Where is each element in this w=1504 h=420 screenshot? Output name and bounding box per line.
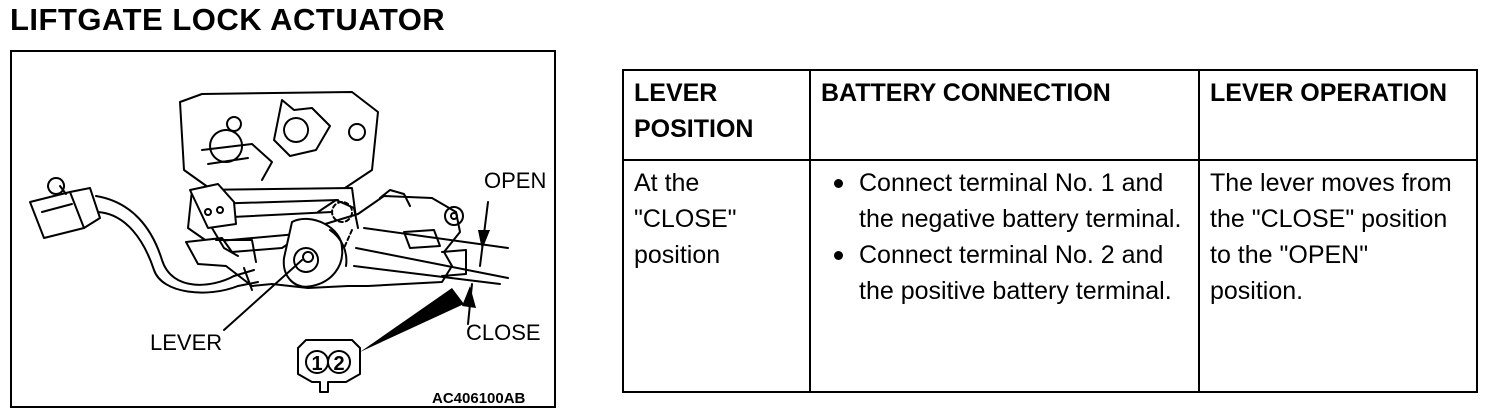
- actuator-illustration: 1 2 OPEN CLOSE LEVER AC406100AB: [10, 50, 556, 408]
- pointer-wedge: [360, 288, 464, 352]
- cell-battery-connection: Connect terminal No. 1 and the negative …: [809, 159, 1200, 393]
- open-label: OPEN: [484, 168, 547, 193]
- actuator-drawing: 1 2: [29, 91, 509, 393]
- connection-item-2: Connect terminal No. 2 and the positive …: [834, 237, 1190, 309]
- harness-connector: [29, 191, 85, 239]
- lever-test-table: LEVER POSITION BATTERY CONNECTION LEVER …: [622, 69, 1478, 393]
- close-label: CLOSE: [466, 320, 541, 345]
- terminal-2-label: 2: [333, 353, 344, 375]
- wire-harness: [95, 195, 235, 286]
- figure-code: AC406100AB: [432, 390, 526, 407]
- cell-lever-position: At the "CLOSE" position: [622, 159, 811, 393]
- header-lever-position: LEVER POSITION: [622, 69, 811, 161]
- page-title: LIFTGATE LOCK ACTUATOR: [10, 2, 446, 37]
- table-row: At the "CLOSE" position Connect terminal…: [622, 159, 1478, 393]
- lever-label: LEVER: [150, 330, 223, 355]
- header-battery-connection: BATTERY CONNECTION: [809, 69, 1200, 161]
- latch-plate: [179, 91, 379, 191]
- cell-lever-operation: The lever moves from the "CLOSE" positio…: [1198, 159, 1478, 393]
- header-lever-operation: LEVER OPERATION: [1198, 69, 1478, 161]
- connection-item-1: Connect terminal No. 1 and the negative …: [834, 165, 1190, 237]
- connection-list: Connect terminal No. 1 and the negative …: [821, 165, 1190, 309]
- terminal-1-label: 1: [311, 353, 322, 375]
- table-header-row: LEVER POSITION BATTERY CONNECTION LEVER …: [622, 69, 1478, 161]
